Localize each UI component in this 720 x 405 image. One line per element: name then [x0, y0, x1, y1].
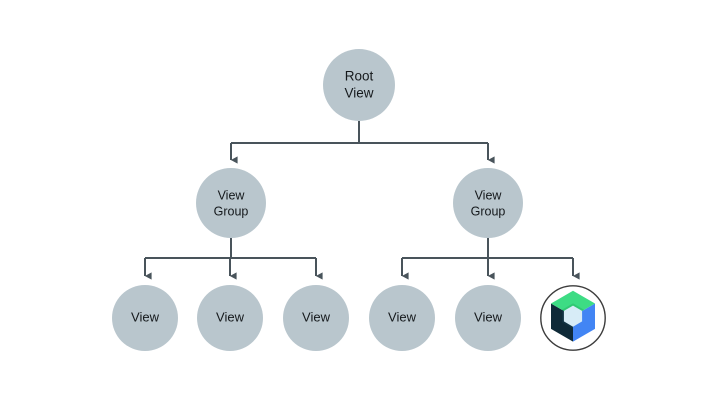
view-leaf-5-circle — [455, 285, 521, 351]
view-leaf-3-label: View — [302, 309, 331, 324]
view-leaf-1-label: View — [131, 309, 160, 324]
view-leaf-4-label: View — [388, 309, 417, 324]
view-group-left-label-line2: Group — [214, 204, 249, 218]
view-leaf-4-circle — [369, 285, 435, 351]
node-compose[interactable] — [540, 285, 606, 351]
view-group-left-circle — [196, 168, 266, 238]
compose-logo-center-hexagon — [563, 305, 583, 327]
node-view-group-right[interactable]: View Group — [453, 168, 523, 238]
connector-right-group-to-leaves — [401, 238, 580, 280]
node-root-view[interactable]: Root View — [323, 49, 395, 121]
view-leaf-1-circle — [112, 285, 178, 351]
root-view-circle — [323, 49, 395, 121]
view-group-right-label-line1: View — [475, 188, 503, 202]
view-leaf-2-circle — [197, 285, 263, 351]
connector-root-to-groups — [230, 121, 495, 164]
view-group-right-circle — [453, 168, 523, 238]
node-view-leaf-2[interactable]: View — [197, 285, 263, 351]
root-view-label-line2: View — [344, 86, 373, 101]
node-view-group-left[interactable]: View Group — [196, 168, 266, 238]
node-view-leaf-4[interactable]: View — [369, 285, 435, 351]
node-view-leaf-1[interactable]: View — [112, 285, 178, 351]
view-leaf-5-label: View — [474, 309, 503, 324]
view-leaf-3-circle — [283, 285, 349, 351]
view-group-right-label-line2: Group — [471, 204, 506, 218]
view-group-left-label-line1: View — [218, 188, 246, 202]
jetpack-compose-logo — [551, 290, 595, 342]
compose-logo-right-face — [573, 303, 595, 342]
root-view-label-line1: Root — [345, 69, 374, 84]
node-view-leaf-3[interactable]: View — [283, 285, 349, 351]
compose-logo-left-face — [551, 303, 573, 342]
view-leaf-2-label: View — [216, 309, 245, 324]
connector-left-group-to-leaves — [144, 238, 323, 280]
node-view-leaf-5[interactable]: View — [455, 285, 521, 351]
